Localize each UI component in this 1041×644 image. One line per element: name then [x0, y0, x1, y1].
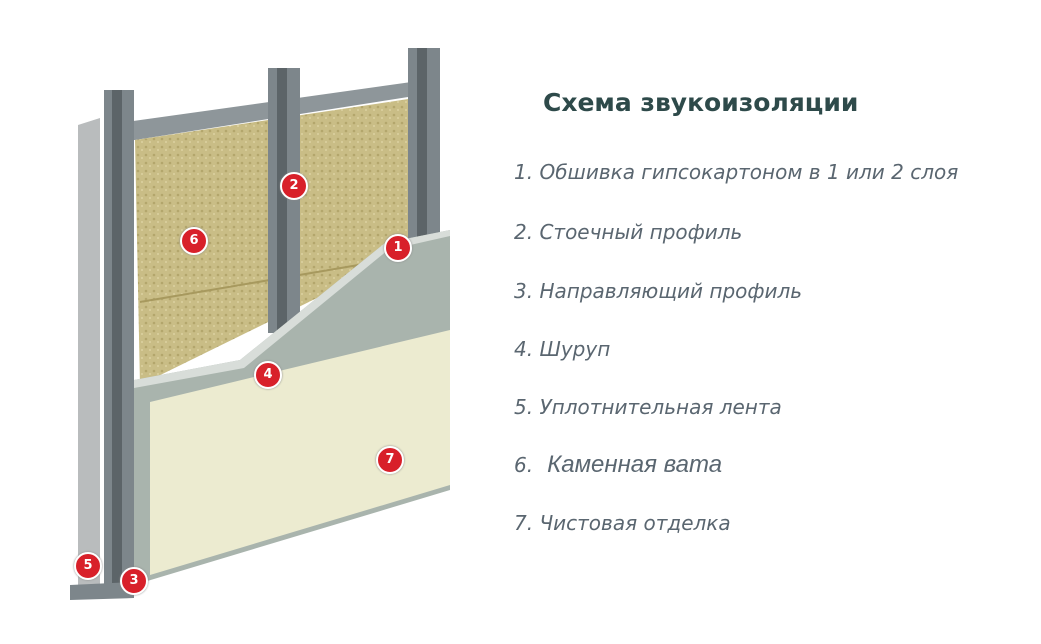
bottom-guide-profile	[70, 582, 134, 600]
finish-layer	[150, 330, 450, 575]
legend-item: 4. Шуруп	[514, 337, 611, 361]
marker-1: 1	[384, 234, 412, 262]
marker-7: 7	[376, 446, 404, 474]
marker-3: 3	[120, 567, 148, 595]
back-panel	[78, 118, 100, 592]
legend-item: 7. Чистовая отделка	[514, 511, 731, 535]
legend-item: 5. Уплотнительная лента	[514, 395, 782, 419]
marker-4: 4	[254, 361, 282, 389]
diagram-title: Схема звукоизоляции	[543, 88, 859, 117]
legend-item: 2. Стоечный профиль	[514, 220, 743, 244]
legend-item: 1. Обшивка гипсокартоном в 1 или 2 слоя	[514, 160, 959, 184]
legend-item: 3. Направляющий профиль	[514, 279, 803, 303]
marker-6: 6	[180, 227, 208, 255]
marker-5: 5	[74, 552, 102, 580]
marker-2: 2	[280, 172, 308, 200]
legend-item: 6.Каменная вата	[514, 451, 723, 478]
